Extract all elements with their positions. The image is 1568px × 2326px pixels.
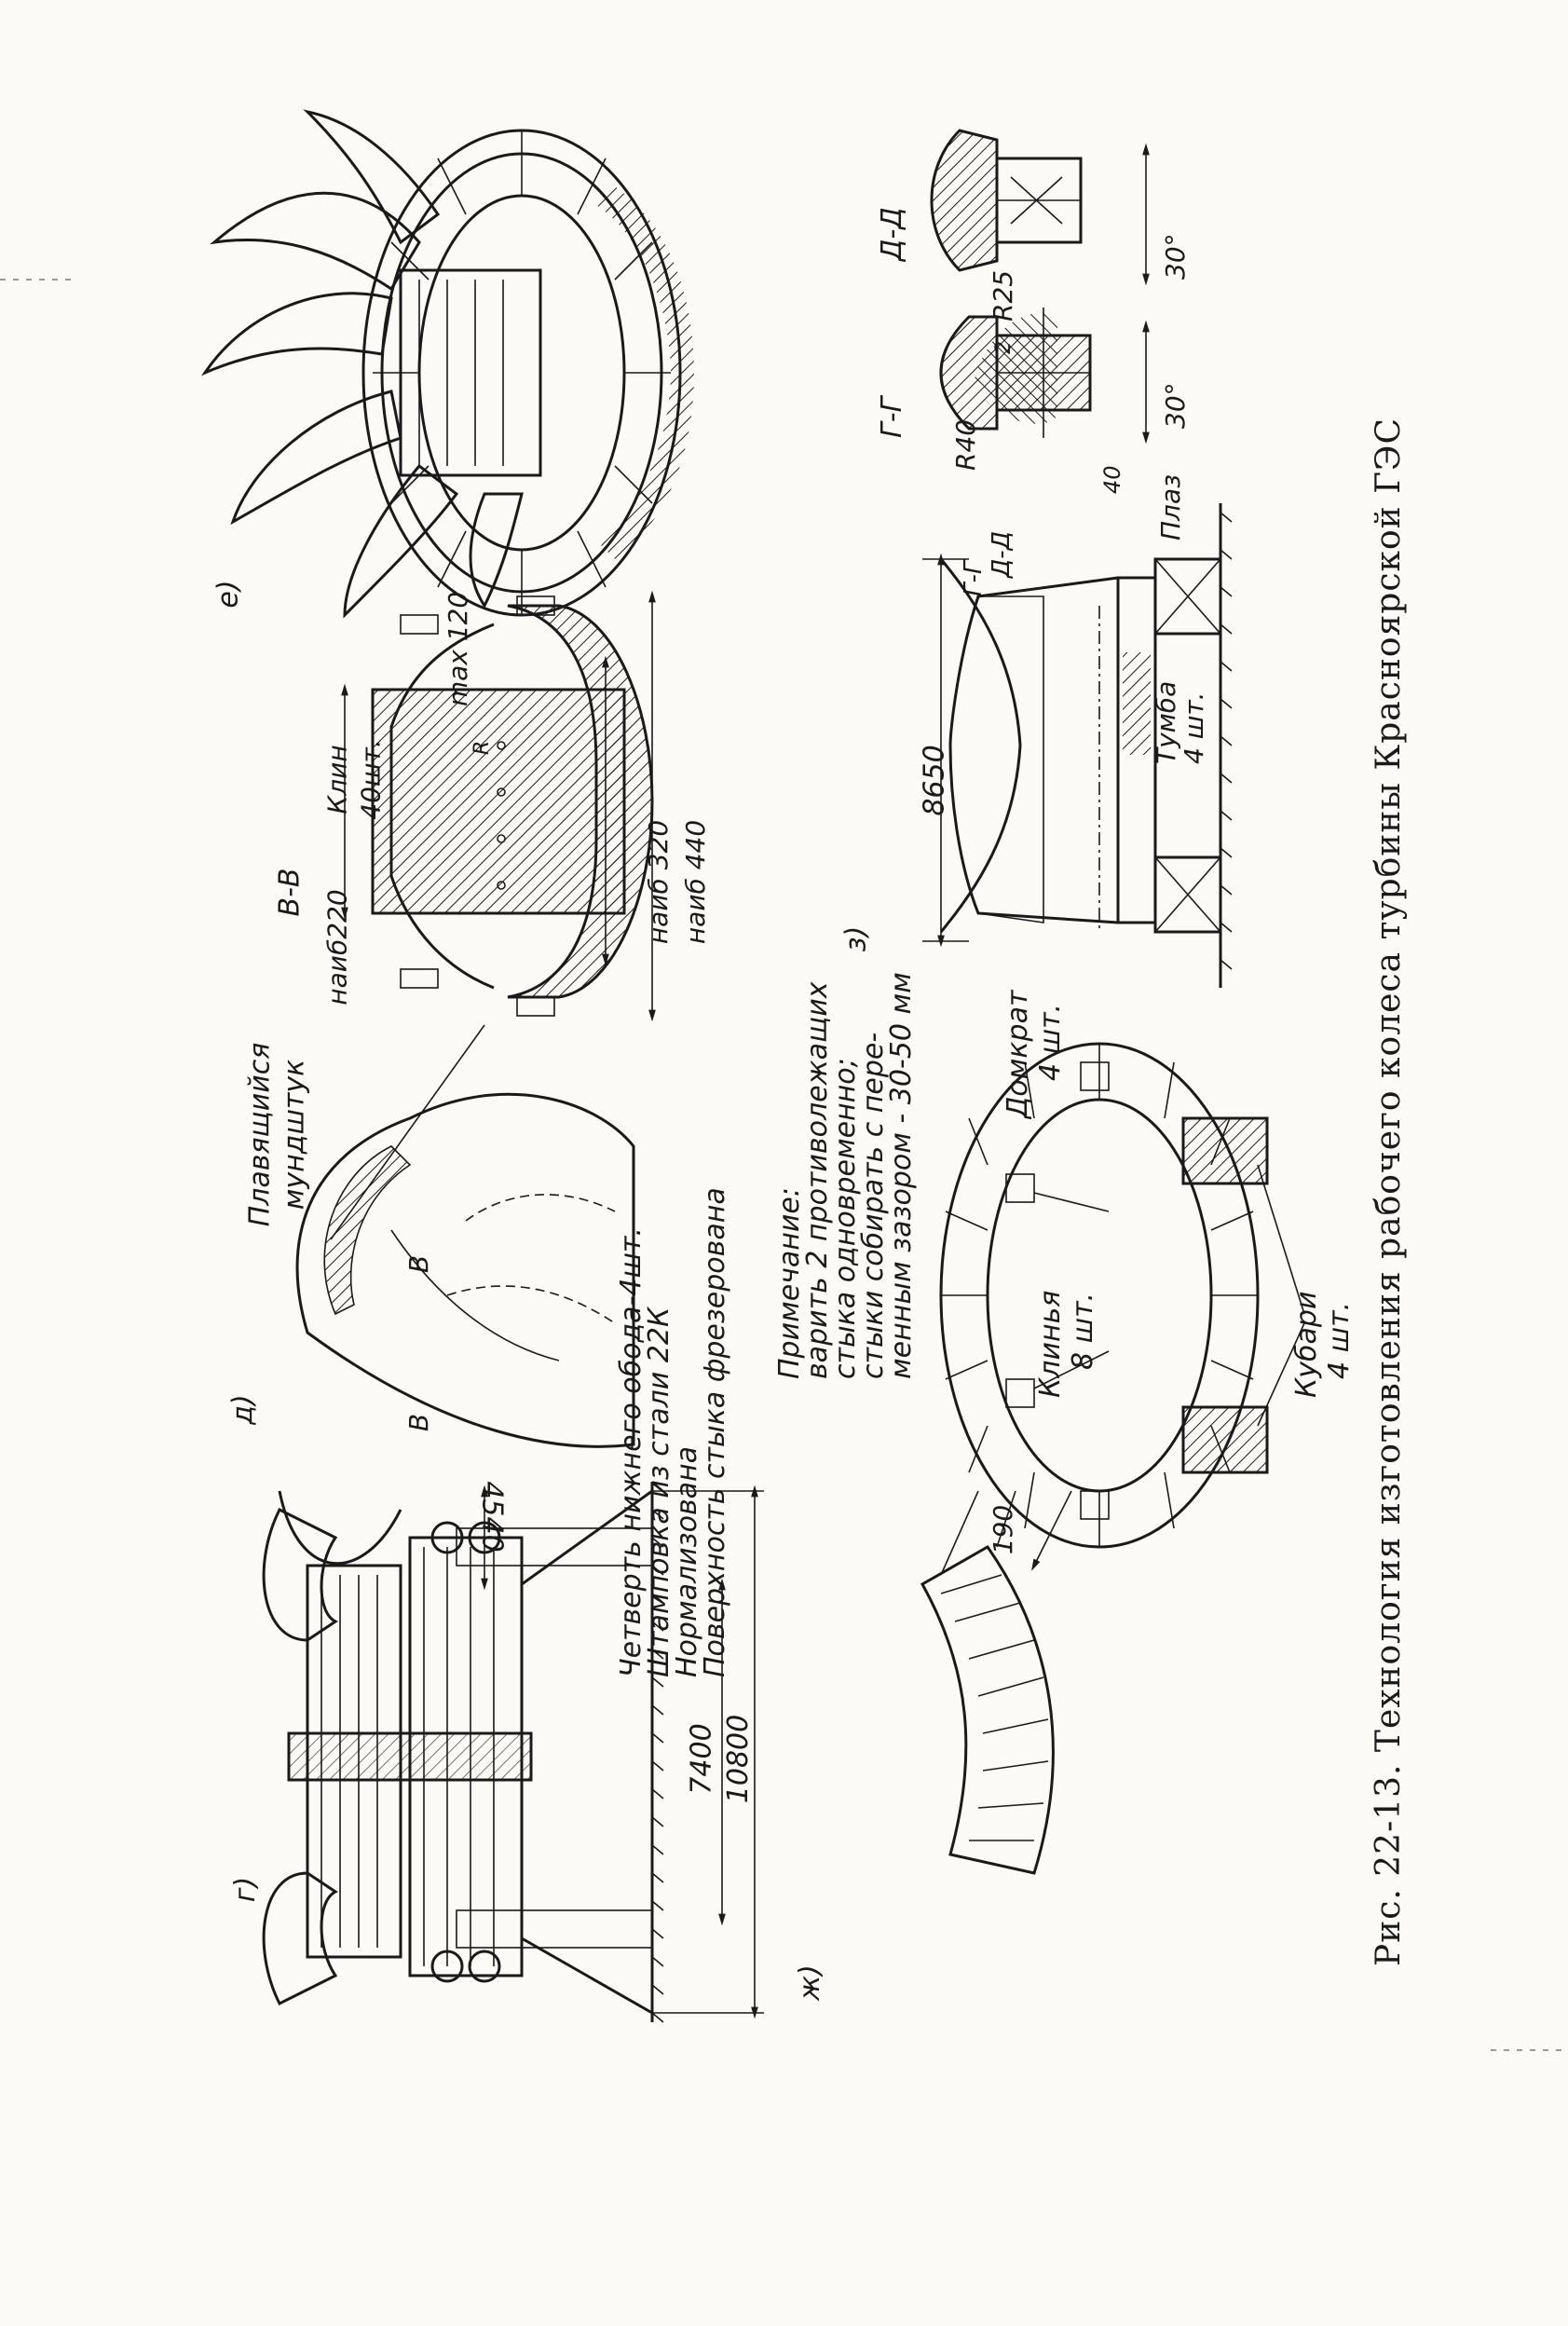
pedestal-label-1: Тумба	[1151, 680, 1181, 764]
wedge-label-2: 40шт.	[355, 739, 387, 820]
plaz-label: Плаз	[1155, 474, 1186, 540]
panel-g-assembly	[262, 1481, 764, 2023]
wedge-label-1: Клин	[321, 745, 353, 814]
floating-tip-label-1: Плавящийся	[243, 1042, 277, 1227]
panel-zh-segment	[920, 1490, 1072, 1875]
dim-10800: 10800	[722, 1714, 756, 1804]
panel-z-label: з)	[839, 925, 873, 952]
floating-tip-label-2: мундштук	[278, 1059, 311, 1211]
angle-gg: 30°	[1160, 382, 1191, 429]
panel-z-assembly	[922, 503, 1233, 988]
section-mark-v-top: В	[403, 1254, 435, 1274]
dim-2: 2	[992, 341, 1016, 354]
dim-4540: 4540	[475, 1481, 509, 1553]
blocks-label-2: 4 шт.	[1323, 1301, 1356, 1379]
dim-7400: 7400	[685, 1723, 718, 1795]
naib220-label: наиб220	[321, 889, 353, 1006]
naib320-label: наиб 320	[643, 819, 675, 945]
figure-caption: Рис. 22-13. Технология изготовления рабо…	[1370, 417, 1408, 1966]
dim-8650: 8650	[918, 745, 951, 816]
section-gg	[939, 308, 1150, 445]
dim-40: 40	[1099, 465, 1125, 494]
section-mark-v-bottom: В	[403, 1413, 435, 1432]
section-gg-title: Г-Г	[876, 396, 908, 438]
naib440-label: наиб 440	[680, 819, 712, 945]
r40-label: R40	[950, 418, 981, 471]
blocks-label-1: Кубари	[1290, 1291, 1323, 1398]
wedges-label-1: Клинья	[1034, 1290, 1067, 1398]
section-dd-title: Д-Д	[876, 207, 908, 261]
jack-label-1: Домкрат	[1002, 990, 1034, 1118]
wedges-label-2: 8 шт.	[1067, 1292, 1099, 1370]
panel-zh-label: ж)	[793, 1964, 826, 2001]
panel-e-label: е)	[211, 580, 245, 609]
segment-desc-4: Поверхность стыка фрезерована	[699, 1187, 731, 1677]
ring-assembly	[939, 1042, 1305, 1549]
jack-label-2: 4 шт.	[1034, 1003, 1067, 1081]
panel-e-runner	[200, 109, 694, 619]
panel-g-label: г)	[229, 1876, 263, 1903]
panel-d-blade	[295, 1024, 635, 1448]
r25-label: R25	[988, 269, 1018, 322]
note-line-5: менным зазором - 30-50 мм	[885, 972, 918, 1379]
section-vv-title: В-В	[273, 868, 307, 917]
radius-label: R	[470, 740, 495, 756]
panel-vv-section	[341, 590, 656, 1022]
max-label: max 120	[443, 591, 474, 707]
section-mark-dd: Д-Д	[988, 530, 1016, 578]
section-dd	[930, 129, 1150, 286]
angle-dd: 30°	[1160, 233, 1191, 280]
panel-d-label: д)	[226, 1394, 260, 1425]
pedestal-label-2: 4 шт.	[1179, 691, 1209, 764]
dim-190: 190	[988, 1504, 1019, 1555]
section-mark-gg: Г-Г	[960, 560, 988, 596]
